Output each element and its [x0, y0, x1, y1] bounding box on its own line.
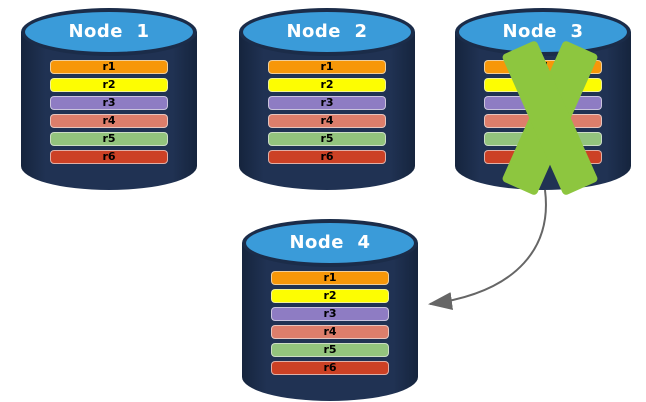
replica-row: r6 — [50, 150, 168, 164]
replica-rows: r1 r2 r3 r4 r5 r6 — [271, 271, 389, 375]
x-mark-icon — [491, 39, 609, 197]
replica-row: r4 — [268, 114, 386, 128]
replica-row: r3 — [50, 96, 168, 110]
node-title: Node 3 — [502, 21, 584, 42]
replica-row: r2 — [50, 78, 168, 92]
replica-row: r5 — [268, 132, 386, 146]
cylinder-top — [242, 219, 418, 267]
replica-row: r4 — [271, 325, 389, 339]
cylinder-top — [455, 8, 631, 56]
node-2-cylinder: Node 2 r1 r2 r3 r4 r5 r6 — [239, 8, 415, 190]
cylinder-top — [239, 8, 415, 56]
cylinder-top — [21, 8, 197, 56]
replica-row: r1 — [271, 271, 389, 285]
replica-rows: r1 r2 r3 r4 r5 r6 — [50, 60, 168, 164]
replica-row: r1 — [50, 60, 168, 74]
replica-row: r6 — [268, 150, 386, 164]
node-title: Node 1 — [68, 21, 150, 42]
node-title: Node 2 — [286, 21, 368, 42]
replica-row: r3 — [271, 307, 389, 321]
replica-row: r5 — [271, 343, 389, 357]
replica-row: r5 — [50, 132, 168, 146]
replica-row: r3 — [268, 96, 386, 110]
replica-row: r1 — [268, 60, 386, 74]
node-title: Node 4 — [289, 232, 371, 253]
node-4-cylinder: Node 4 r1 r2 r3 r4 r5 r6 — [242, 219, 418, 401]
replica-row: r4 — [50, 114, 168, 128]
replica-row: r2 — [268, 78, 386, 92]
node-1-cylinder: Node 1 r1 r2 r3 r4 r5 r6 — [21, 8, 197, 190]
replica-row: r6 — [271, 361, 389, 375]
replica-rows: r1 r2 r3 r4 r5 r6 — [268, 60, 386, 164]
replica-row: r2 — [271, 289, 389, 303]
